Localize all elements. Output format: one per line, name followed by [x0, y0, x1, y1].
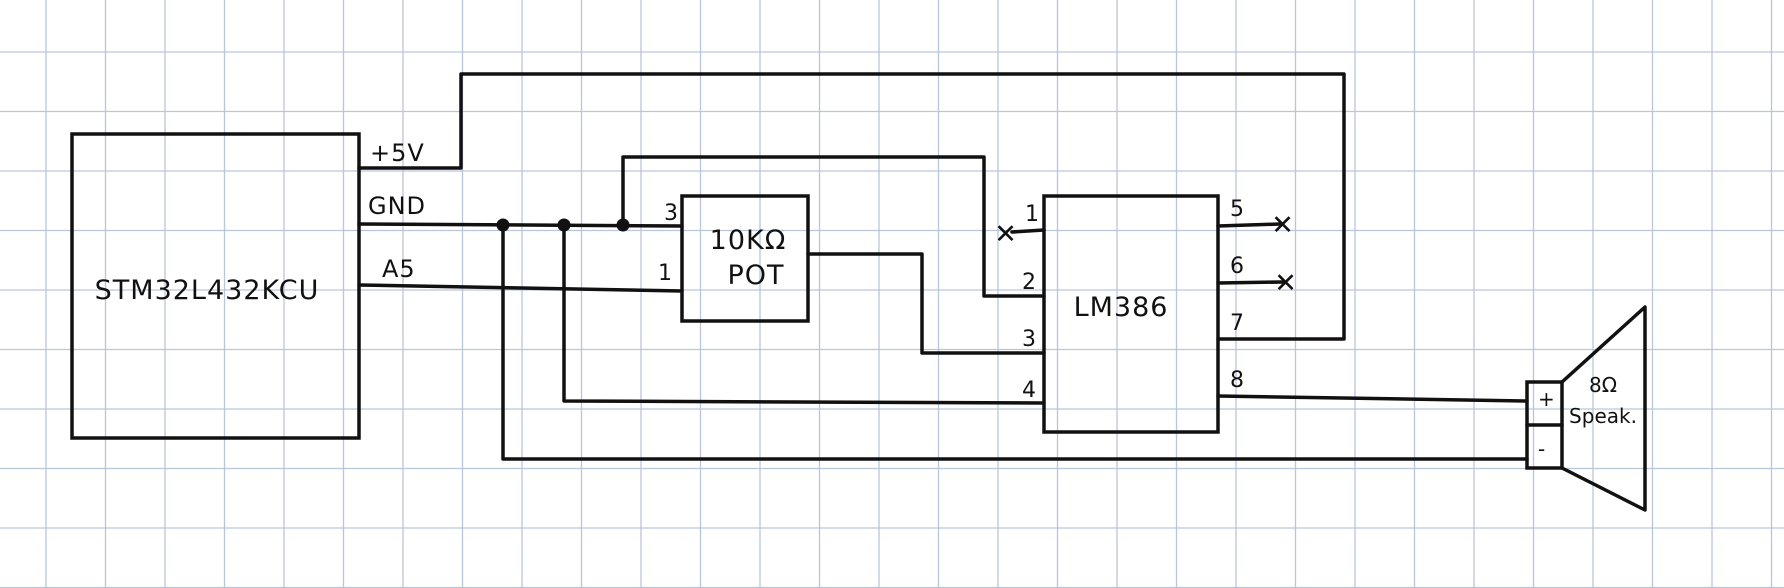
lm386-pin-5: 5 [1230, 197, 1244, 222]
pot-pin-1: 1 [658, 261, 672, 286]
lm386-pin-1: 1 [1025, 202, 1039, 227]
lm386-label: LM386 [1074, 292, 1169, 323]
wire-gnd-to-speaker-minus [501, 223, 1529, 461]
wire-pot-to-pin3 [806, 252, 1046, 355]
pot-label-type: POT [727, 260, 784, 291]
speaker-plus-label: + [1538, 387, 1555, 411]
no-connect-icon: ✕ [994, 219, 1018, 250]
junction-dot [496, 218, 510, 232]
net-label-a5: A5 [382, 255, 416, 283]
speaker-block: + - 8Ω Speak. [1525, 305, 1647, 512]
pot-box [680, 194, 810, 323]
speaker-impedance-label: 8Ω [1589, 373, 1617, 397]
pin5-stub [1216, 222, 1282, 228]
lm386-pin-3: 3 [1022, 327, 1036, 352]
lm386-box [1042, 194, 1220, 434]
lm386-pin-7: 7 [1230, 311, 1244, 336]
junction-dot [557, 218, 571, 232]
speaker-minus-label: - [1538, 437, 1545, 461]
speaker-cone-icon [1560, 305, 1647, 512]
wire-pin8-to-speaker-plus [1216, 394, 1529, 403]
wire-gnd-to-pin2 [621, 155, 1046, 298]
mcu-label: STM32L432KCU [95, 275, 320, 306]
pin6-stub [1216, 280, 1284, 285]
speaker-name-label: Speak. [1569, 404, 1637, 428]
lm386-pin-6: 6 [1230, 254, 1244, 279]
wire-gnd-bus [357, 222, 684, 228]
pin1-stub [1010, 228, 1046, 234]
net-label-5v: +5V [370, 139, 425, 167]
wire-gnd-to-pin4 [562, 223, 1046, 405]
no-connect-icon: ✕ [1274, 268, 1298, 299]
no-connect-icon: ✕ [1271, 210, 1295, 241]
pot-block: 10KΩ POT 3 1 [658, 194, 810, 323]
wire-a5-to-pot [357, 283, 684, 293]
lm386-pin-2: 2 [1022, 270, 1036, 295]
lm386-block: LM386 1 2 3 4 5 6 7 8 [1022, 194, 1244, 434]
mcu-block: STM32L432KCU [70, 132, 361, 440]
pot-pin-3: 3 [664, 201, 678, 226]
wire-5v-to-pin7 [357, 72, 1346, 341]
lm386-pin-8: 8 [1230, 368, 1244, 393]
lm386-pin-4: 4 [1022, 378, 1036, 403]
net-label-gnd: GND [368, 192, 426, 220]
junction-dot [616, 218, 630, 232]
pot-label-value: 10KΩ [710, 225, 787, 256]
